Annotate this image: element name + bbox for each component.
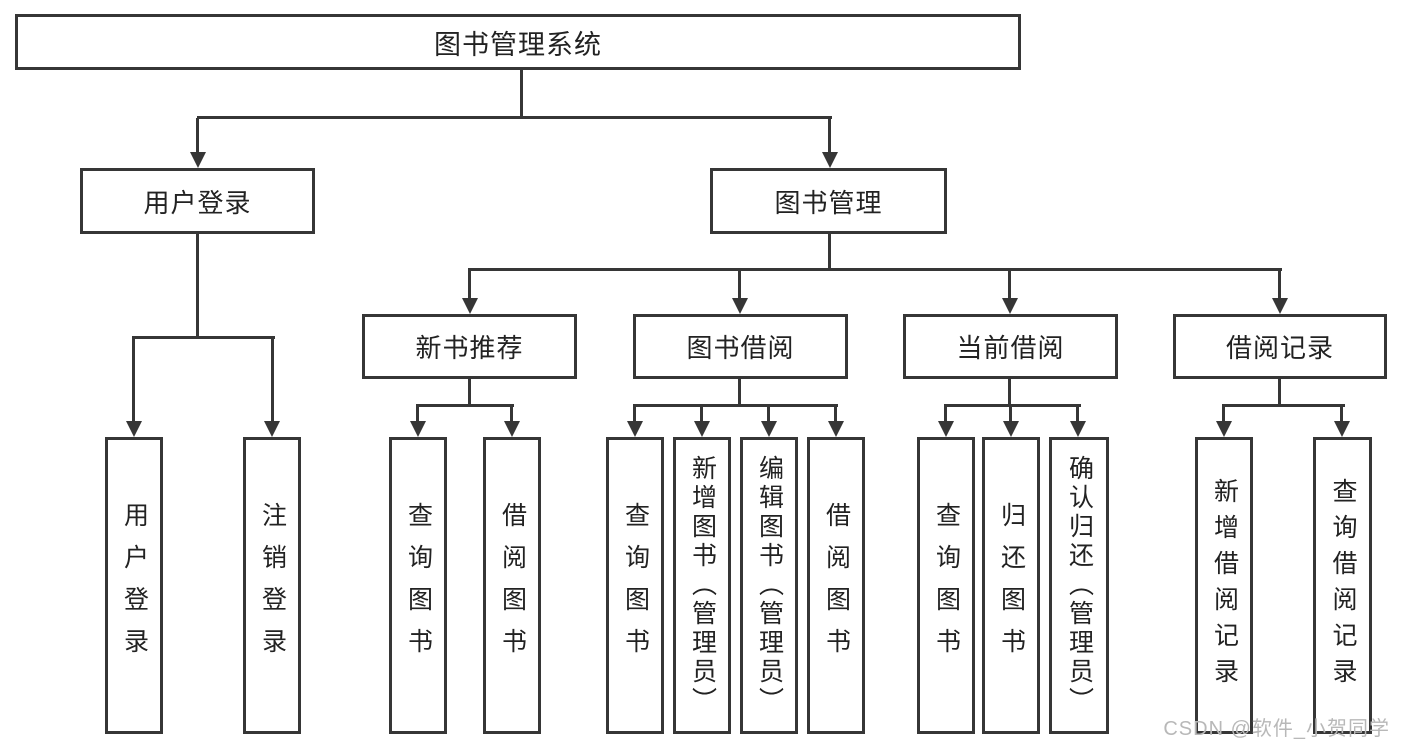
connector-drop-leaf: [271, 338, 274, 421]
leaf-newbooks-query-books-label: 查询图书: [404, 501, 433, 670]
leaf-user-login: 用户登录: [105, 437, 163, 734]
connector-root-stem: [520, 70, 523, 118]
leaf-records-query-record-label: 查询借阅记录: [1329, 477, 1357, 694]
arrowhead-down-icon: [828, 421, 844, 437]
arrowhead-down-icon: [190, 152, 206, 168]
leaf-borrow-edit-books-admin-label: 编辑图书（管理员）: [755, 455, 784, 716]
arrowhead-down-icon: [410, 421, 426, 437]
leaf-logout-label: 注销登录: [258, 501, 287, 670]
csdn-watermark: CSDN @软件_小贺同学: [1163, 718, 1390, 740]
leaf-logout: 注销登录: [243, 437, 301, 734]
leaf-current-confirm-return-admin-label: 确认归还（管理员）: [1065, 455, 1094, 716]
node-root-system-label: 图书管理系统: [434, 29, 602, 60]
node-book-borrow-label: 图书借阅: [686, 333, 795, 363]
arrowhead-down-icon: [627, 421, 643, 437]
connector-drop-leaf: [510, 406, 513, 422]
connector-drop-leaf: [1076, 406, 1079, 422]
arrowhead-down-icon: [1272, 298, 1288, 314]
leaf-current-query-books: 查询图书: [917, 437, 975, 734]
leaf-borrow-query-books: 查询图书: [606, 437, 664, 734]
arrowhead-down-icon: [1002, 298, 1018, 314]
connector-book-mgmt-stem: [828, 233, 831, 270]
connector-drop-leaf: [1222, 406, 1225, 422]
connector-drop-new-books: [468, 270, 471, 298]
connector-new-books-branch: [416, 404, 514, 407]
connector-root-branch: [197, 116, 832, 119]
connector-drop-leaf: [633, 406, 636, 422]
arrowhead-down-icon: [126, 421, 142, 437]
leaf-user-login-label: 用户登录: [120, 501, 149, 670]
leaf-records-add-record-label: 新增借阅记录: [1210, 477, 1239, 694]
leaf-newbooks-query-books: 查询图书: [389, 437, 447, 734]
leaf-borrow-add-books-admin-label: 新增图书（管理员）: [688, 455, 717, 716]
leaf-borrow-query-books-label: 查询图书: [621, 501, 650, 670]
connector-drop-leaf: [700, 406, 703, 422]
connector-drop-leaf: [1009, 406, 1012, 422]
arrowhead-down-icon: [822, 152, 838, 168]
node-book-borrow: 图书借阅: [633, 314, 848, 379]
leaf-borrow-borrow-books-label: 借阅图书: [822, 501, 851, 670]
connector-drop-current-borrow: [1008, 270, 1011, 298]
arrowhead-down-icon: [1003, 421, 1019, 437]
leaf-records-add-record: 新增借阅记录: [1195, 437, 1253, 734]
leaf-newbooks-borrow-books-label: 借阅图书: [498, 501, 527, 670]
connector-user-login-branch: [132, 336, 275, 339]
connector-drop-leaf: [834, 406, 837, 422]
connector-drop-book-borrow: [738, 270, 741, 298]
connector-borrow-records-stem: [1278, 379, 1281, 406]
node-current-borrow: 当前借阅: [903, 314, 1118, 379]
connector-drop-borrow-records: [1278, 270, 1281, 298]
node-borrow-records: 借阅记录: [1173, 314, 1387, 379]
connector-current-borrow-stem: [1008, 379, 1011, 406]
arrowhead-down-icon: [504, 421, 520, 437]
leaf-borrow-add-books-admin: 新增图书（管理员）: [673, 437, 731, 734]
connector-borrow-records-branch: [1222, 404, 1345, 407]
node-current-borrow-label: 当前借阅: [956, 333, 1065, 363]
connector-new-books-stem: [468, 379, 471, 406]
arrowhead-down-icon: [732, 298, 748, 314]
connector-current-borrow-branch: [944, 404, 1081, 407]
leaf-current-confirm-return-admin: 确认归还（管理员）: [1049, 437, 1109, 734]
leaf-records-query-record: 查询借阅记录: [1313, 437, 1372, 734]
node-book-management: 图书管理: [710, 168, 947, 234]
arrowhead-down-icon: [1334, 421, 1350, 437]
arrowhead-down-icon: [264, 421, 280, 437]
arrowhead-down-icon: [694, 421, 710, 437]
connector-book-borrow-branch: [633, 404, 838, 407]
leaf-newbooks-borrow-books: 借阅图书: [483, 437, 541, 734]
node-book-management-label: 图书管理: [774, 187, 883, 218]
connector-book-mgmt-branch: [468, 268, 1282, 271]
connector-user-login-stem: [196, 233, 199, 338]
connector-drop-leaf: [132, 338, 135, 421]
connector-drop-leaf: [416, 406, 419, 422]
leaf-current-return-books: 归还图书: [982, 437, 1040, 734]
arrowhead-down-icon: [462, 298, 478, 314]
connector-book-borrow-stem: [738, 379, 741, 406]
node-new-book-recommend-label: 新书推荐: [415, 333, 524, 363]
leaf-current-return-books-label: 归还图书: [997, 501, 1026, 670]
connector-drop-leaf: [767, 406, 770, 422]
arrowhead-down-icon: [938, 421, 954, 437]
connector-drop-user-login: [196, 118, 199, 154]
connector-drop-book-mgmt: [828, 118, 831, 154]
leaf-borrow-edit-books-admin: 编辑图书（管理员）: [740, 437, 798, 734]
node-root-system: 图书管理系统: [15, 14, 1021, 70]
leaf-current-query-books-label: 查询图书: [932, 501, 961, 670]
node-new-book-recommend: 新书推荐: [362, 314, 577, 379]
node-borrow-records-label: 借阅记录: [1225, 333, 1334, 363]
connector-drop-leaf: [944, 406, 947, 422]
connector-drop-leaf: [1340, 406, 1343, 422]
arrowhead-down-icon: [761, 421, 777, 437]
arrowhead-down-icon: [1216, 421, 1232, 437]
arrowhead-down-icon: [1070, 421, 1086, 437]
node-user-login: 用户登录: [80, 168, 315, 234]
leaf-borrow-borrow-books: 借阅图书: [807, 437, 865, 734]
node-user-login-label: 用户登录: [143, 187, 252, 218]
